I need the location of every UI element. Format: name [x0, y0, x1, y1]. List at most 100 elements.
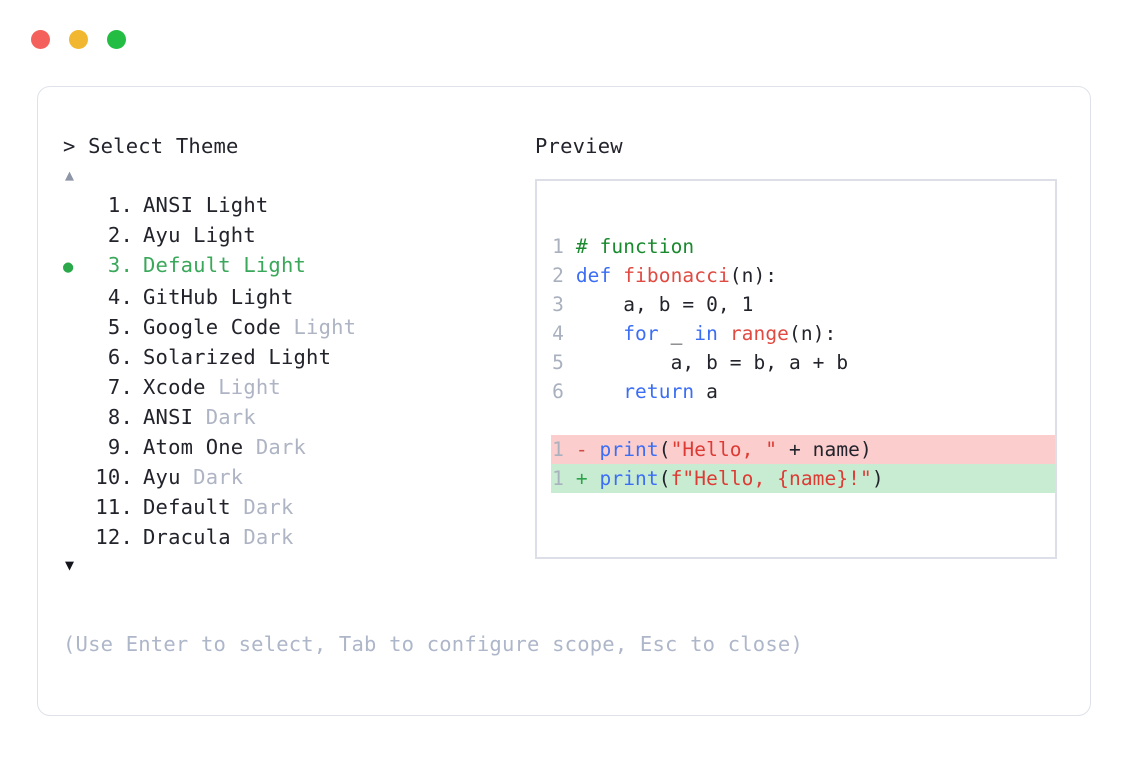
theme-item-variant: Dark	[180, 465, 244, 489]
theme-item-variant: Dark	[243, 435, 307, 459]
code-blank-line	[551, 406, 1055, 435]
theme-list-item[interactable]: 10. Ayu Dark	[63, 462, 533, 492]
theme-item-name: Dracula	[143, 525, 231, 549]
line-number: 4	[552, 322, 564, 345]
close-window-button[interactable]	[31, 30, 50, 49]
theme-item-number: 8.	[107, 405, 133, 429]
line-number: 2	[552, 264, 564, 287]
picker-panes: > Select Theme ▲ 1. ANSI Light 2. Ayu Light…	[38, 87, 1090, 607]
diff-marker-del: -	[575, 438, 588, 461]
theme-item-name: GitHub Light	[143, 285, 294, 309]
selected-bullet-icon: ●	[63, 257, 74, 277]
theme-item-name: Default Light	[143, 253, 307, 277]
theme-picker-card: > Select Theme ▲ 1. ANSI Light 2. Ayu Light…	[37, 86, 1091, 716]
theme-item-number: 2.	[107, 223, 133, 247]
select-theme-prompt: > Select Theme	[63, 134, 239, 158]
diff-line-add: 1 + print(f"Hello, {name}!")	[551, 464, 1055, 493]
line-number: 1	[552, 467, 564, 490]
theme-item-number: 4.	[107, 285, 133, 309]
theme-item-variant: Light	[205, 375, 281, 399]
theme-item-variant: Light	[280, 315, 357, 339]
keyboard-hint: (Use Enter to select, Tab to configure s…	[63, 632, 803, 656]
theme-item-variant: Dark	[193, 405, 256, 429]
theme-item-number: 12.	[95, 525, 133, 549]
code-token-kw: print	[599, 467, 659, 490]
code-token-plain: _	[658, 322, 695, 345]
theme-item-number: 6.	[107, 345, 133, 369]
theme-item-number: 10.	[95, 465, 133, 489]
window-controls	[31, 30, 126, 49]
code-token-plain: a, b = 0, 1	[575, 293, 754, 316]
code-token-str: "Hello, "	[670, 438, 778, 461]
line-number: 3	[552, 293, 564, 316]
code-line: 3 a, b = 0, 1	[551, 290, 1055, 319]
theme-item-variant: Dark	[230, 525, 294, 549]
theme-item-number: 7.	[107, 375, 133, 399]
minimize-window-button[interactable]	[69, 30, 88, 49]
theme-item-number: 5.	[107, 315, 133, 339]
code-line: 6 return a	[551, 377, 1055, 406]
code-token-plain	[576, 380, 623, 403]
code-token-plain: + name)	[777, 438, 872, 461]
theme-item-name: ANSI Light	[143, 193, 269, 217]
code-token-plain: (	[658, 467, 671, 490]
code-token-kw: in	[694, 322, 730, 345]
scroll-down-icon[interactable]: ▼	[65, 556, 75, 574]
theme-item-name: ANSI	[143, 405, 194, 429]
line-number: 6	[552, 380, 564, 403]
code-token-plain: a, b = b, a + b	[575, 351, 849, 374]
code-line: 4 for _ in range(n):	[551, 319, 1055, 348]
code-token-kw: print	[599, 438, 659, 461]
scroll-up-icon[interactable]: ▲	[65, 166, 75, 184]
code-token-plain	[576, 322, 623, 345]
theme-list-item[interactable]: 9. Atom One Dark	[63, 432, 533, 462]
theme-item-number: 11.	[95, 495, 133, 519]
preview-label: Preview	[535, 134, 623, 158]
theme-list-pane: > Select Theme ▲ 1. ANSI Light 2. Ayu Light…	[63, 132, 533, 576]
code-token-plain: (n):	[789, 322, 837, 345]
theme-list-item[interactable]: 7.Xcode Light	[63, 372, 533, 402]
theme-list-item[interactable]: 8. ANSI Dark	[63, 402, 533, 432]
code-token-fn: range	[729, 322, 790, 345]
theme-list-item[interactable]: 6. Solarized Light	[63, 342, 533, 372]
theme-item-name: Atom One	[143, 435, 244, 459]
theme-list-item[interactable]: 1. ANSI Light	[63, 190, 533, 220]
code-token-plain: )	[871, 467, 884, 490]
code-token-fn: fibonacci	[623, 264, 730, 287]
code-token-kw: return	[623, 380, 695, 403]
code-line: 1 # function	[551, 232, 1055, 261]
theme-item-number: 1.	[107, 193, 133, 217]
theme-list-item[interactable]: 11.Default Dark	[63, 492, 533, 522]
maximize-window-button[interactable]	[107, 30, 126, 49]
code-token-str: f"Hello, {name}!"	[670, 467, 872, 490]
theme-list-item[interactable]: 5. Google Code Light	[63, 312, 533, 342]
line-number: 1	[552, 438, 564, 461]
theme-list-item[interactable]: ● 3. Default Light	[63, 250, 533, 282]
code-line: 2 def fibonacci(n):	[551, 261, 1055, 290]
line-number: 1	[552, 235, 564, 258]
theme-list-item[interactable]: 2. Ayu Light	[63, 220, 533, 250]
code-token-plain: (	[658, 438, 671, 461]
code-token-kw: def	[575, 264, 624, 287]
theme-item-name: Google Code	[143, 315, 281, 339]
code-token-comment: # function	[575, 235, 695, 258]
theme-list-item[interactable]: 4. GitHub Light	[63, 282, 533, 312]
code-token-plain: (n):	[729, 264, 778, 287]
theme-item-number: 3.	[107, 253, 133, 277]
diff-line-del: 1 - print("Hello, " + name)	[551, 435, 1055, 464]
theme-item-number: 9.	[107, 435, 133, 459]
code-line: 5 a, b = b, a + b	[551, 348, 1055, 377]
code-token-plain: a	[694, 380, 718, 403]
theme-item-name: Ayu	[143, 465, 181, 489]
theme-item-name: Solarized Light	[143, 345, 332, 369]
line-number: 5	[552, 351, 564, 374]
theme-item-name: Ayu Light	[143, 223, 256, 247]
theme-list-item[interactable]: 12. Dracula Dark	[63, 522, 533, 552]
theme-item-variant: Dark	[230, 495, 294, 519]
code-token-kw: for	[623, 322, 659, 345]
diff-marker-add: +	[575, 467, 588, 490]
theme-list: 1. ANSI Light 2. Ayu Light ● 3. Default Light 4…	[63, 190, 533, 552]
